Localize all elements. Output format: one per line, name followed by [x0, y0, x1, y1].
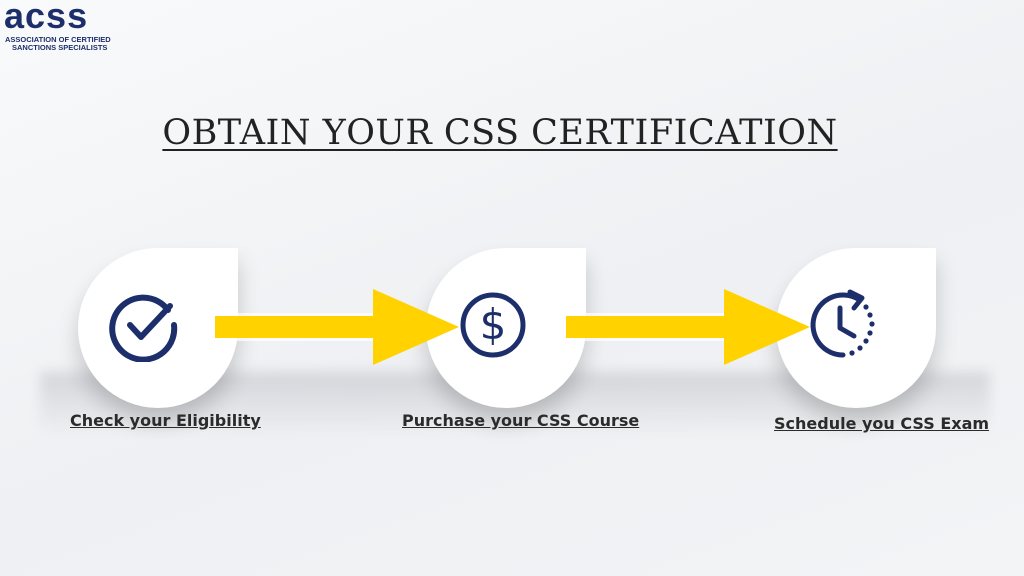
check-eligibility-link[interactable]: Check your Eligibility	[70, 411, 261, 430]
acss-logo: acss ASSOCIATION OF CERTIFIED SANCTIONS …	[4, 0, 120, 54]
arrow-right-icon	[556, 289, 810, 365]
page-title: OBTAIN YOUR CSS CERTIFICATION	[0, 113, 1000, 153]
purchase-course-link[interactable]: Purchase your CSS Course	[402, 411, 640, 430]
schedule-exam-link[interactable]: Schedule you CSS Exam	[774, 414, 990, 433]
logo-tagline-line2: SANCTIONS SPECIALISTS	[12, 43, 108, 52]
checkmark-circle-icon	[109, 294, 178, 362]
clock-history-icon	[810, 289, 875, 358]
arrow-right-icon	[205, 289, 459, 365]
logo-wordmark: acss	[4, 0, 89, 36]
dollar-circle-icon: $	[460, 292, 526, 358]
page-title-text: OBTAIN YOUR CSS CERTIFICATION	[162, 113, 838, 153]
svg-text:$: $	[480, 300, 507, 349]
logo-tagline-line1: ASSOCIATION OF CERTIFIED	[5, 35, 111, 44]
